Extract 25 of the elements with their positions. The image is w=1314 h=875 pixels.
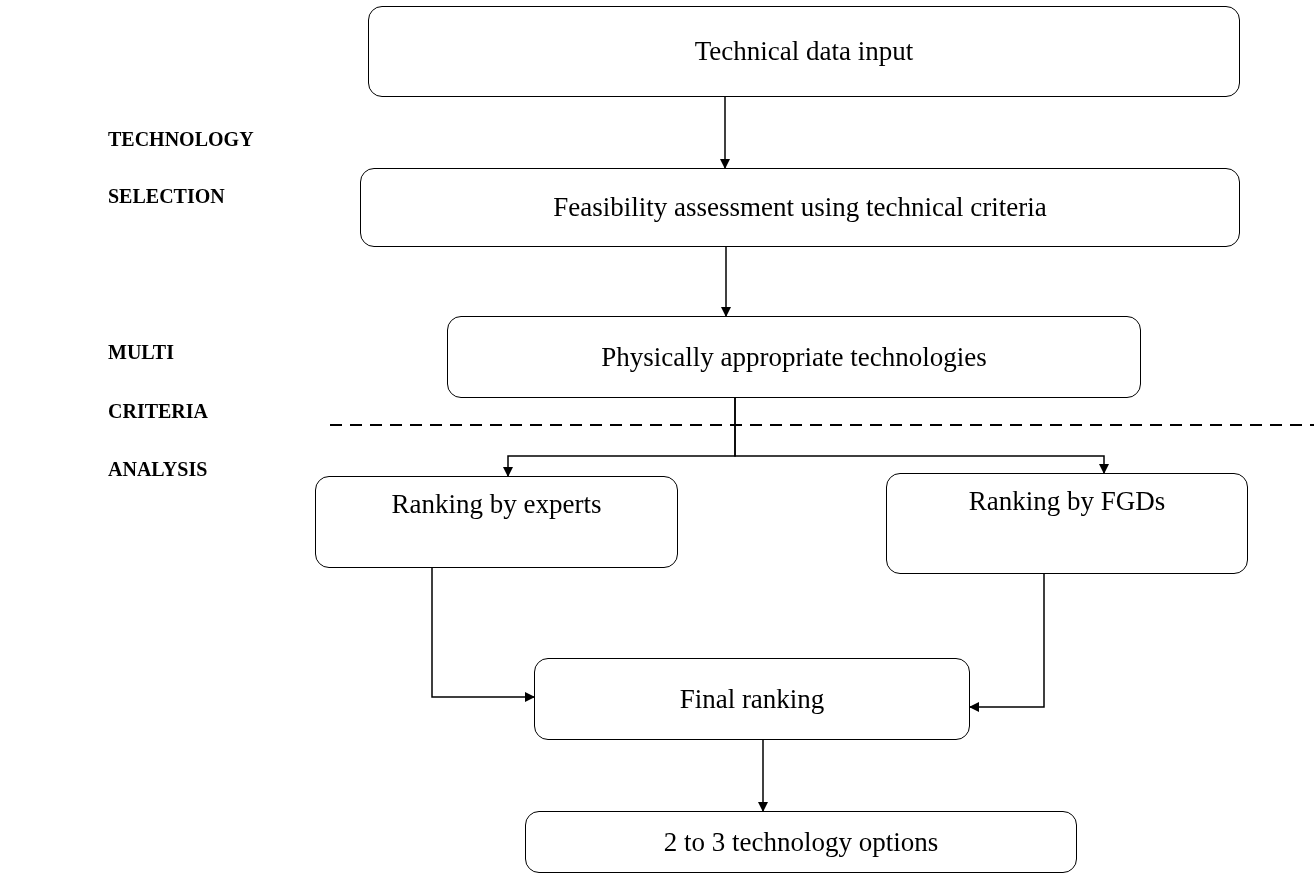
section-label: MULTI <box>108 341 174 364</box>
box-label: Ranking by FGDs <box>968 486 1166 517</box>
box-label: Final ranking <box>679 683 825 715</box>
arrow <box>431 567 535 702</box>
process-box <box>315 476 678 568</box>
arrow <box>969 573 1045 712</box>
arrow <box>720 96 730 169</box>
process-box <box>525 811 1077 873</box>
box-label: Physically appropriate technologies <box>601 341 987 373</box>
process-box <box>534 658 970 740</box>
process-box <box>360 168 1240 247</box>
section-label: TECHNOLOGY <box>108 128 254 151</box>
box-label: 2 to 3 technology options <box>663 826 939 858</box>
box-label: Ranking by experts <box>391 489 602 520</box>
box-label: Feasibility assessment using technical criteria <box>553 192 1047 223</box>
process-box <box>368 6 1240 97</box>
process-box <box>447 316 1141 398</box>
arrow <box>721 246 731 317</box>
section-label: CRITERIA <box>108 400 209 423</box>
arrow <box>758 739 768 812</box>
arrow <box>734 397 1109 474</box>
box-label: Technical data input <box>694 36 914 67</box>
section-label: ANALYSIS <box>108 458 208 481</box>
section-label: SELECTION <box>108 185 225 208</box>
process-box <box>886 473 1248 574</box>
